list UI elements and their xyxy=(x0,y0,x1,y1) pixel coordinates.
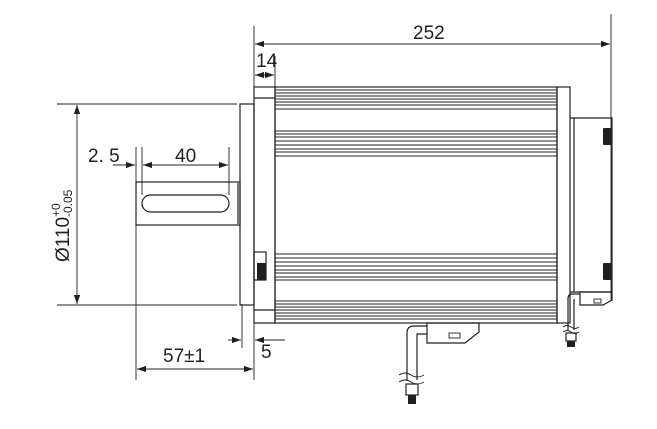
motor-body xyxy=(274,86,558,324)
dim-label-diameter: Ø110 xyxy=(53,217,74,262)
dim-label-shaft-length: 57±1 xyxy=(163,346,205,367)
dim-label-key-offset: 2. 5 xyxy=(88,146,120,167)
flange-terminal-block xyxy=(257,263,266,280)
shaft xyxy=(135,181,241,226)
encoder-cable xyxy=(567,293,580,330)
dim-flange-thickness: 14 xyxy=(255,51,278,90)
dim-overall-length: 252 xyxy=(253,14,612,300)
cooling-fins-2 xyxy=(275,130,557,157)
encoder-clip-top xyxy=(603,128,611,145)
encoder-clip-bottom xyxy=(603,263,611,280)
dim-label-14: 14 xyxy=(256,51,278,72)
dim-label-key-length: 40 xyxy=(175,146,196,167)
power-cable xyxy=(406,325,427,380)
cooling-fins-1 xyxy=(275,89,557,110)
dim-tol-upper: +0 xyxy=(49,203,63,217)
front-flange xyxy=(253,86,276,324)
dim-tol-lower: -0.05 xyxy=(61,189,75,217)
cooling-fins-4 xyxy=(275,300,557,320)
cooling-fins-3 xyxy=(275,253,557,281)
power-connector xyxy=(398,322,480,404)
rear-end-cap xyxy=(556,86,571,324)
dim-label-252: 252 xyxy=(413,23,445,44)
encoder-connector xyxy=(579,291,613,306)
dim-label-pilot-length: 5 xyxy=(261,342,272,363)
encoder-housing xyxy=(562,117,613,347)
pilot-boss xyxy=(239,103,255,306)
dim-diameter: Ø110 +0 -0.05 xyxy=(49,103,237,306)
dim-key: 2. 5 40 xyxy=(88,146,230,195)
dim-shaft-length: 57±1 5 xyxy=(135,225,285,380)
shaft-keyway xyxy=(141,194,230,213)
